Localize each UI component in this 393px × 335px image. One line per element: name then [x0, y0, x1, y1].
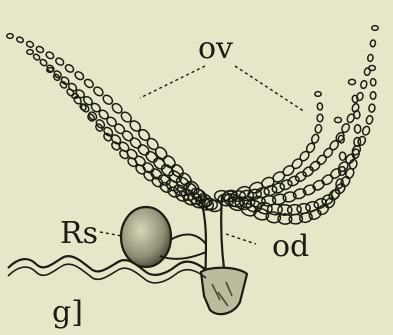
egg-chamber: [340, 122, 350, 133]
egg-chamber: [370, 78, 376, 85]
egg-chamber: [144, 150, 159, 165]
egg-chamber: [74, 70, 85, 81]
egg-chamber: [368, 104, 375, 113]
egg-chamber: [349, 79, 356, 84]
egg-chamber: [39, 58, 48, 67]
egg-chamber: [365, 115, 373, 125]
genital-plate: [201, 268, 247, 314]
egg-chamber: [121, 129, 135, 143]
egg-chamber: [64, 63, 75, 73]
egg-chamber: [281, 164, 295, 178]
egg-chamber: [329, 167, 343, 180]
receptaculum-seminis: [121, 207, 206, 267]
egg-chamber: [354, 125, 360, 134]
egg-chamber: [364, 67, 371, 76]
egg-chamber: [145, 136, 160, 151]
egg-chamber: [311, 179, 326, 192]
egg-chamber: [66, 88, 75, 97]
egg-chamber: [102, 132, 112, 142]
egg-chamber: [322, 147, 334, 159]
egg-chamber: [372, 26, 378, 31]
egg-chamber: [360, 80, 368, 89]
egg-chamber: [83, 78, 95, 89]
egg-chamber: [290, 157, 304, 170]
egg-chamber: [54, 57, 64, 67]
egg-chamber: [301, 165, 315, 178]
ovariole-chains: [7, 26, 378, 225]
egg-chamber: [352, 95, 359, 103]
ovariole-8: [226, 117, 346, 224]
egg-chamber: [113, 122, 126, 135]
egg-chamber: [7, 34, 13, 39]
egg-chamber: [367, 54, 373, 62]
egg-chamber: [317, 103, 323, 110]
egg-chamber: [32, 53, 40, 61]
egg-chamber: [308, 159, 321, 172]
label-rs: Rs: [60, 216, 98, 251]
label-gl: g]: [52, 295, 83, 330]
egg-chamber: [370, 92, 376, 100]
egg-chamber: [335, 117, 342, 122]
egg-chamber: [45, 51, 55, 60]
egg-chamber: [317, 114, 323, 122]
egg-chamber: [315, 153, 328, 166]
egg-chamber: [26, 40, 35, 48]
egg-chamber: [314, 124, 322, 134]
egg-chamber: [362, 125, 371, 136]
egg-chamber: [101, 93, 114, 106]
egg-chamber: [320, 173, 334, 186]
egg-chamber: [330, 188, 341, 200]
egg-chamber: [310, 133, 319, 144]
egg-chamber: [339, 175, 351, 188]
egg-chamber: [16, 36, 24, 43]
ovariole-6: [217, 66, 376, 208]
egg-chamber: [370, 40, 376, 47]
egg-chamber: [27, 50, 33, 55]
egg-chamber: [315, 92, 321, 97]
egg-chamber: [338, 135, 345, 143]
label-ov: ov: [198, 31, 233, 66]
egg-chamber: [339, 152, 345, 160]
egg-chamber: [87, 113, 96, 122]
label-od: od: [272, 229, 309, 264]
egg-chamber: [35, 45, 44, 54]
egg-chamber: [92, 85, 104, 97]
egg-chamber: [59, 80, 68, 89]
